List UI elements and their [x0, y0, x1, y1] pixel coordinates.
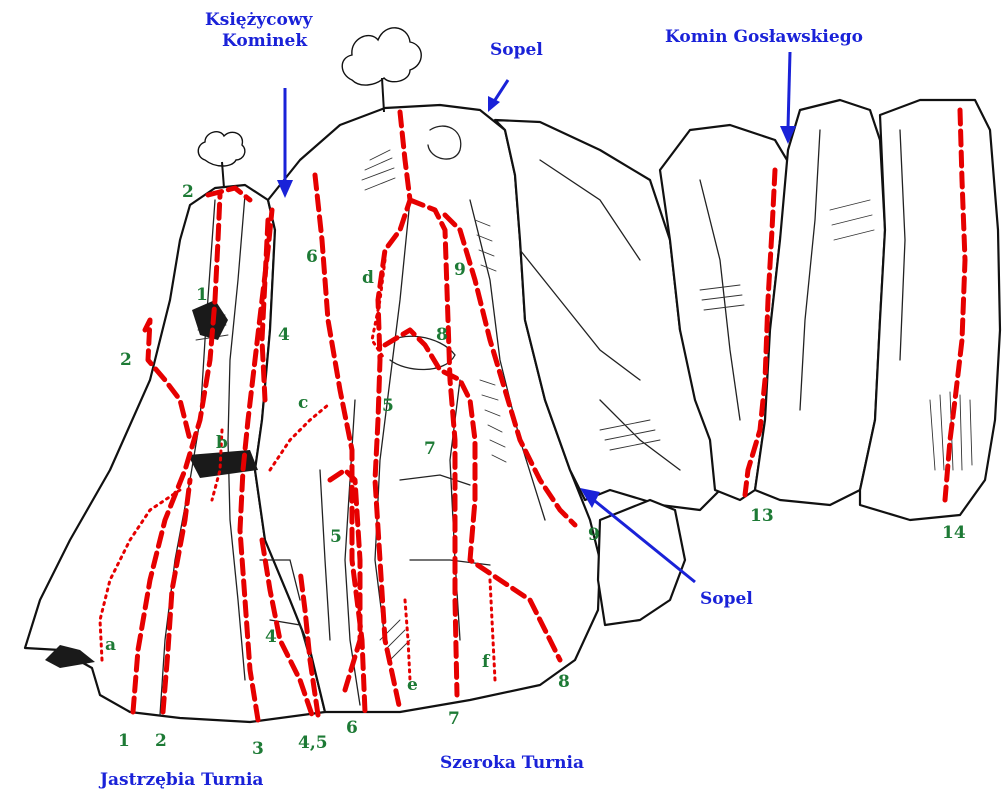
label-ksiezycowy-line2: Kominek [222, 31, 308, 51]
route-label: 4,5 [298, 733, 328, 753]
route-label: 14 [942, 523, 966, 543]
pillar-right-rock [860, 100, 1000, 520]
route-label: 13 [750, 506, 774, 526]
label-ksiezycowy-line1: Księżycowy [205, 10, 313, 30]
tree-icon [342, 28, 421, 112]
label-jastrzebia-turnia: Jastrzębia Turnia [98, 770, 263, 790]
route-label: a [105, 635, 116, 655]
route-label: e [407, 675, 418, 695]
route-label: c [298, 393, 308, 413]
route-label: 4 [265, 627, 277, 647]
route-label: 7 [448, 709, 460, 729]
route-label: d [362, 268, 374, 288]
route-label: 8 [558, 672, 570, 692]
route-label: 7 [424, 439, 436, 459]
route-label: 5 [330, 527, 342, 547]
route-label: 6 [306, 247, 318, 267]
route-label: 9 [454, 260, 466, 280]
label-sopel-right: Sopel [700, 589, 753, 609]
route-label: 5 [382, 396, 394, 416]
route-label: 3 [252, 739, 264, 759]
route-label: 8 [436, 325, 448, 345]
route-label: 6 [346, 718, 358, 738]
route-label: 2 [120, 350, 132, 370]
route-label: b [216, 433, 228, 453]
label-sopel-top: Sopel [490, 40, 543, 60]
route-label: 1 [118, 731, 130, 751]
tree-icon [198, 132, 245, 188]
arrow-diagonal-icon [488, 96, 500, 112]
label-szeroka-turnia: Szeroka Turnia [440, 753, 584, 773]
label-komin-goslawskiego: Komin Gosławskiego [665, 27, 863, 47]
route-label: 2 [182, 182, 194, 202]
route-label: 9 [588, 525, 600, 545]
route-label: 1 [196, 285, 208, 305]
route-label: 4 [278, 325, 290, 345]
route-label: 2 [155, 731, 167, 751]
